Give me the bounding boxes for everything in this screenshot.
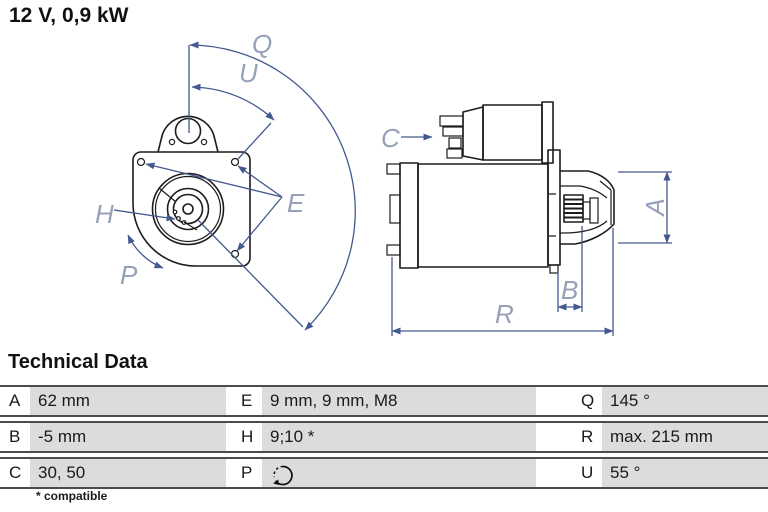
- dim-label-e: E: [287, 188, 305, 218]
- dim-label-r: R: [495, 299, 514, 329]
- param-value-c: 30, 50: [30, 459, 226, 487]
- dim-line-h: [113, 209, 176, 222]
- param-key-a: A: [0, 387, 30, 415]
- front-tab: [157, 115, 219, 153]
- front-tab-hole: [174, 117, 202, 145]
- dim-label-u: U: [239, 58, 258, 88]
- front-boss: [151, 172, 225, 246]
- bolt-hole: [230, 157, 240, 167]
- side-view-drawing: [386, 101, 615, 274]
- dim-label-p: P: [120, 260, 138, 290]
- param-value-b: -5 mm: [30, 423, 226, 451]
- param-value-h: 9;10 *: [262, 423, 536, 451]
- dim-line-e1: [145, 162, 283, 198]
- motor-body: [417, 163, 549, 268]
- table-footnote: * compatible: [36, 489, 108, 503]
- param-value-p: [262, 459, 536, 487]
- dim-label-h: H: [95, 199, 114, 229]
- bolt-hole: [136, 157, 146, 167]
- technical-drawing: Q U E H P C A B R: [95, 29, 672, 336]
- dim-label-q: Q: [252, 29, 272, 59]
- param-value-a: 62 mm: [30, 387, 226, 415]
- mount-flange: [547, 149, 561, 266]
- technical-data-table: A 62 mm E 9 mm, 9 mm, M8 Q 145 ° B -5 mm…: [0, 385, 768, 493]
- shaft-center: [182, 203, 194, 215]
- bolt-hole: [230, 249, 240, 259]
- param-key-u: U: [572, 459, 602, 487]
- rotation-ccw-icon: [273, 465, 293, 485]
- terminal: [442, 126, 464, 137]
- front-view-drawing: [132, 115, 251, 267]
- param-value-r: max. 215 mm: [602, 423, 768, 451]
- param-value-q: 145 °: [602, 387, 768, 415]
- dim-arc-q: [189, 41, 356, 331]
- terminal: [446, 148, 463, 159]
- dim-label-b: B: [561, 275, 578, 305]
- front-flange: [132, 151, 251, 267]
- terminal: [439, 115, 464, 127]
- solenoid: [482, 104, 543, 161]
- param-value-e: 9 mm, 9 mm, M8: [262, 387, 536, 415]
- table-row: B -5 mm H 9;10 * R max. 215 mm: [0, 421, 768, 453]
- page-title: 12 V, 0,9 kW: [9, 4, 129, 27]
- table-row: C 30, 50 P U 55 °: [0, 457, 768, 489]
- drive-housing: [559, 170, 615, 245]
- param-key-q: Q: [572, 387, 602, 415]
- param-key-e: E: [232, 387, 262, 415]
- dim-line-e3: [236, 196, 283, 252]
- dim-label-c: C: [381, 123, 400, 153]
- dim-line-e2: [237, 165, 283, 198]
- param-key-b: B: [0, 423, 30, 451]
- dim-arc-p: [127, 234, 164, 269]
- technical-data-heading: Technical Data: [8, 351, 148, 373]
- param-key-r: R: [572, 423, 602, 451]
- dim-label-a: A: [640, 198, 670, 217]
- dimension-labels: Q U E H P C A B R: [95, 29, 670, 329]
- param-key-p: P: [232, 459, 262, 487]
- terminal: [448, 137, 462, 149]
- param-key-c: C: [0, 459, 30, 487]
- dim-arc-u: [191, 83, 275, 121]
- param-key-h: H: [232, 423, 262, 451]
- param-value-u: 55 °: [602, 459, 768, 487]
- table-row: A 62 mm E 9 mm, 9 mm, M8 Q 145 °: [0, 385, 768, 417]
- dimension-lines: [113, 41, 672, 336]
